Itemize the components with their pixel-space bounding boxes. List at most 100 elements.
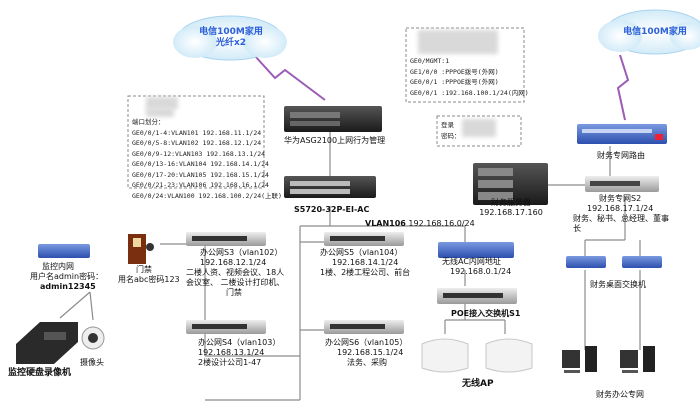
wireless-ac-title: 无线AC内网地址 — [442, 257, 501, 266]
finance-server-title: 财务服务器 — [491, 198, 531, 207]
vlan-config-text: 端口划分： GE0/0/1-4:VLAN101 192.168.11.1/24 … — [132, 117, 282, 201]
gateway-config-text: GE0/MGMT:1 GE1/0/0 :PPPOE拨号(外网) GE0/0/1 … — [410, 56, 529, 98]
s6-switch-device — [324, 320, 404, 334]
redacted-block — [146, 108, 174, 117]
vlan-config-box — [127, 95, 265, 189]
monitor-net-line3: admin12345 — [40, 282, 96, 291]
wireless-ap-right — [485, 338, 533, 373]
access-control-line2: 用名abc密码123 — [118, 275, 180, 284]
vlan-config-line: GE0/0/21-23:VLAN106 192.168.16.1/24 — [132, 181, 269, 189]
finance-desktop-switch-right — [622, 256, 662, 268]
s5-switch-device — [324, 232, 404, 246]
s6-desc: 法务、采购 — [347, 358, 387, 367]
gateway-config-line: GE0/0/1 :192.168.100.1/24(内网) — [410, 88, 529, 97]
wireless-ac-ip: 192.168.0.1/24 — [450, 267, 512, 276]
finance-pc-left — [562, 346, 597, 373]
s3-label: 办公网S3（vlan102） 192.168.12.1/24 二楼人资、视频会议… — [186, 248, 285, 298]
finance-s2-desc1: 财务、秘书、总经理、董事 — [573, 214, 669, 223]
core-switch-device — [284, 176, 376, 198]
gateway-config-line: GE0/MGMT:1 — [410, 57, 450, 65]
vlan-config-line: GE0/0/17-20:VLAN105 192.168.15.1/24 — [132, 170, 269, 179]
dvr-device — [16, 322, 78, 364]
finance-router-config-box — [436, 115, 522, 147]
finance-s2-label: 财务专网S2 192.168.17.1/24 财务、秘书、总经理、董事 长 — [573, 194, 669, 234]
s6-title: 办公网S6（vlan105） — [325, 338, 408, 347]
isp-right-label: 电信100M家用 — [623, 27, 687, 37]
gateway-config-box — [405, 27, 525, 103]
isp-right-cloud — [598, 9, 700, 55]
s4-switch-device — [186, 320, 266, 334]
s3-switch-device — [186, 232, 266, 246]
s4-label: 办公网S4（vlan103） 192.168.13.1/24 2楼设计公司1-4… — [188, 338, 280, 368]
vlan-config-line: GE0/0/5-8:VLAN102 192.168.12.1/24 — [132, 139, 262, 147]
isp-left-link — [254, 55, 326, 101]
finance-router-config-text: 登录 密码： — [441, 120, 461, 141]
s5-desc: 1楼、2楼工程公司、前台 — [320, 268, 411, 277]
s6-label: 办公网S6（vlan105） 192.168.15.1/24 法务、采购 — [325, 338, 407, 368]
core-switch-label: S5720-32P-EI-AC — [294, 205, 370, 214]
gateway-config-line: GE1/0/0 :PPPOE拨号(外网) — [410, 67, 499, 76]
wireless-ac-label: 无线AC内网地址 192.168.0.1/24 — [442, 257, 511, 277]
finance-router-device — [577, 124, 667, 144]
wireless-ap-label: 无线AP — [462, 379, 494, 389]
s3-title: 办公网S3（vlan102） — [200, 248, 283, 257]
redacted-block — [418, 30, 498, 54]
finance-router-config-line: 登录 — [441, 121, 454, 129]
s6-ip: 192.168.15.1/24 — [337, 348, 404, 357]
finance-router-label: 财务专网路由 — [597, 151, 645, 160]
redacted-block — [146, 97, 178, 109]
finance-s2-ip: 192.168.17.1/24 — [587, 204, 654, 213]
gateway-label: 华为ASG2100上网行为管理 — [284, 136, 386, 145]
vlan-config-title: 端口划分： — [132, 118, 165, 126]
finance-desktop-switch-left — [566, 256, 606, 268]
vlan-config-line: GE0/0/9-12:VLAN103 192.168.13.1/24 — [132, 149, 266, 158]
monitor-net-line2: 用户名admin密码： — [30, 272, 104, 281]
monitor-net-label: 监控内网 用户名admin密码： admin12345 — [30, 262, 103, 292]
s3-ip: 192.168.12.1/24 — [200, 258, 267, 267]
vlan106-label: VLAN106 192.168.16.0/24 — [365, 219, 475, 229]
access-control-door — [128, 234, 154, 264]
wireless-ac-device — [438, 242, 514, 258]
finance-pc-right — [620, 346, 655, 373]
s5-label: 办公网S5（vlan104） 192.168.14.1/24 1楼、2楼工程公司… — [320, 248, 410, 278]
isp-left-line1: 电信100M家用 — [199, 27, 263, 37]
poe-switch-device — [437, 288, 517, 304]
monitor-switch-device — [38, 244, 90, 258]
vlan106-name: VLAN106 — [365, 219, 406, 228]
dvr-label: 监控硬盘录像机 — [8, 368, 72, 378]
isp-left-line2: 光纤x2 — [215, 38, 247, 48]
poe-switch-label: POE接入交换机S1 — [451, 309, 521, 318]
isp-left-label: 电信100M家用 光纤x2 — [196, 27, 266, 49]
finance-s2-title: 财务专网S2 — [599, 194, 642, 203]
finance-server-device — [473, 163, 548, 205]
finance-office-net-label: 财务办公专网 — [596, 390, 644, 399]
isp-left-cloud — [173, 15, 287, 61]
vlan106-ip: 192.168.16.0/24 — [408, 219, 475, 228]
s5-title: 办公网S5（vlan104） — [320, 248, 403, 257]
finance-router-config-line: 密码： — [441, 131, 461, 140]
vlan-config-line: GE0/0/13-16:VLAN104 192.168.14.1/24 — [132, 160, 269, 168]
finance-server-label: 财务服务器 192.168.17.160 — [476, 198, 546, 218]
camera-label: 摄像头 — [80, 358, 104, 367]
s5-ip: 192.168.14.1/24 — [332, 258, 399, 267]
s4-ip: 192.168.13.1/24 — [198, 348, 265, 357]
s3-desc3: 门禁 — [226, 288, 242, 297]
cables — [59, 132, 641, 401]
gateway-device — [284, 106, 382, 132]
monitor-net-line1: 监控内网 — [42, 262, 74, 271]
s3-desc2: 会议室、 二楼设计打印机、 — [186, 278, 285, 287]
isp-right-link — [616, 54, 630, 121]
finance-s2-desc2: 长 — [573, 224, 581, 233]
vlan-config-line: GE0/0/1-4:VLAN101 192.168.11.1/24 — [132, 128, 262, 137]
redacted-block — [462, 119, 496, 137]
access-control-line1: 门禁 — [136, 265, 152, 274]
s4-desc: 2楼设计公司1-47 — [198, 358, 262, 367]
camera-device — [81, 326, 105, 350]
s4-title: 办公网S4（vlan103） — [198, 338, 281, 347]
vlan-config-line: GE0/0/24:VLAN100 192.168.100.2/24(上联) — [132, 191, 282, 200]
finance-server-ip: 192.168.17.160 — [479, 208, 543, 217]
finance-desktop-switch-label: 财务桌面交换机 — [590, 280, 646, 289]
access-control-label: 门禁 用名abc密码123 — [118, 265, 180, 285]
wireless-ap-left — [421, 338, 469, 373]
